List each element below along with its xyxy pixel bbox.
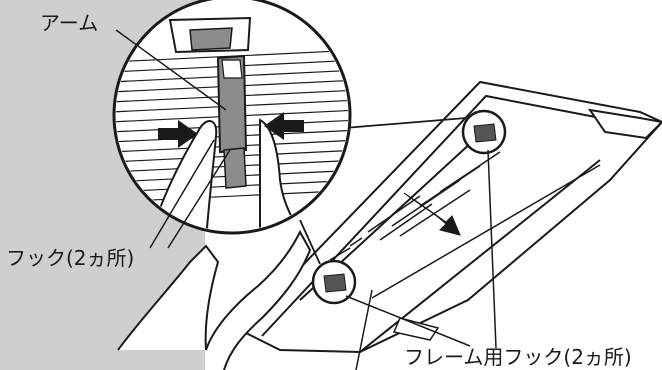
label-frame-hook: フレーム用フック(2ヵ所)	[404, 346, 632, 368]
label-hook: フック(2ヵ所)	[6, 247, 134, 269]
label-arm: アーム	[40, 12, 98, 34]
